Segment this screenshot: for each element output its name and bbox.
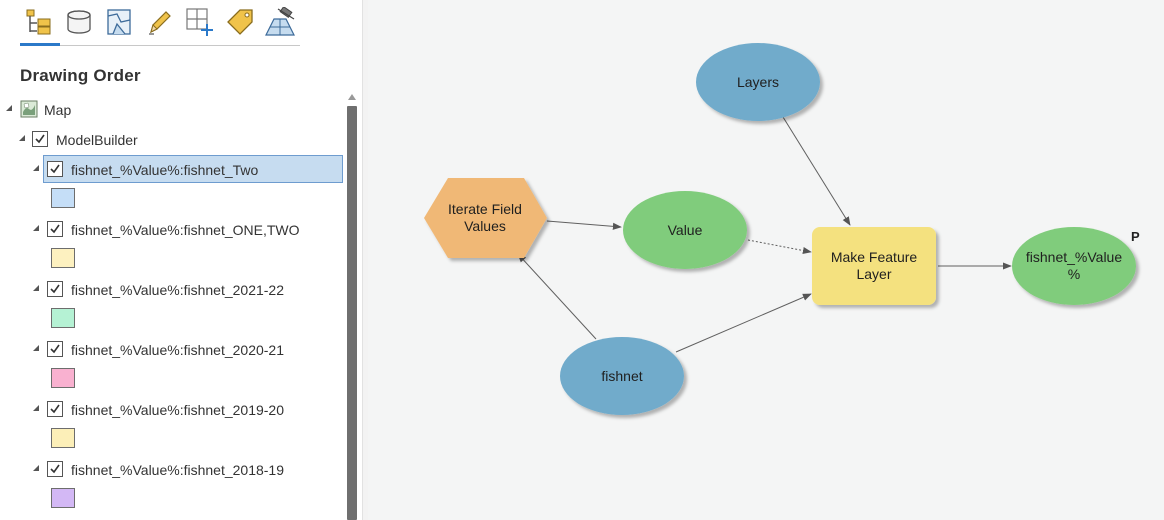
map-label: Map — [44, 102, 72, 118]
layer-visibility-checkbox[interactable] — [47, 461, 63, 477]
output-node-label-line2: % — [1068, 266, 1080, 282]
layer-label[interactable]: fishnet_%Value%:fishnet_2019-20 — [71, 402, 285, 418]
check-icon — [50, 224, 60, 234]
layer-visibility-checkbox[interactable] — [47, 341, 63, 357]
output-node[interactable]: fishnet_%Value % P — [1012, 227, 1140, 305]
connector-fishnet-to-iterate[interactable] — [517, 253, 597, 340]
list-by-selection-icon — [107, 9, 131, 35]
list-by-labeling-button[interactable] — [224, 6, 256, 38]
layer-expander-icon[interactable] — [32, 164, 40, 172]
pane-title: Drawing Order — [20, 66, 141, 85]
iterate-field-values-node[interactable]: Iterate Field Values — [424, 178, 547, 258]
layer-expander-icon[interactable] — [32, 404, 40, 412]
layer-label[interactable]: fishnet_%Value%:fishnet_ONE,TWO — [71, 222, 300, 238]
selected-row-highlight — [43, 155, 343, 183]
pane-splitter[interactable] — [362, 0, 368, 520]
parameter-badge: P — [1131, 229, 1140, 244]
scrollbar-thumb[interactable] — [347, 106, 357, 520]
value-node[interactable]: Value — [623, 191, 747, 269]
contents-pane: Drawing Order Map ModelBuilder fishnet_%… — [0, 0, 362, 520]
layer-visibility-checkbox[interactable] — [47, 401, 63, 417]
layer-label[interactable]: fishnet_%Value%:fishnet_Two — [71, 162, 259, 178]
check-icon — [50, 344, 60, 354]
list-by-drawing-order-icon — [26, 9, 51, 35]
list-by-perspective-imagery-icon — [265, 7, 295, 36]
fishnet-node[interactable]: fishnet — [560, 337, 684, 415]
layer-label[interactable]: fishnet_%Value%:fishnet_2018-19 — [71, 462, 285, 478]
fishnet-node-label: fishnet — [601, 368, 642, 384]
list-by-snapping-button[interactable] — [184, 6, 216, 38]
layer-visibility-checkbox[interactable] — [47, 161, 63, 177]
layer-visibility-checkbox[interactable] — [47, 281, 63, 297]
layer-symbol-swatch[interactable] — [51, 488, 75, 508]
layer-expander-icon[interactable] — [32, 464, 40, 472]
check-icon — [50, 404, 60, 414]
layer-symbol-swatch[interactable] — [51, 188, 75, 208]
layer-expander-icon[interactable] — [32, 224, 40, 232]
connector-iterate-to-value[interactable] — [546, 220, 622, 230]
check-icon — [50, 164, 60, 174]
iterate-node-label-line1: Iterate Field — [448, 201, 522, 217]
connector-fishnet-to-make-feature[interactable] — [675, 293, 812, 353]
connector-value-to-make-feature[interactable] — [747, 239, 812, 255]
make-feature-layer-node[interactable]: Make Feature Layer — [812, 227, 936, 305]
list-by-selection-button[interactable] — [103, 6, 135, 38]
check-icon — [50, 284, 60, 294]
make-feature-node-label-line1: Make Feature — [831, 249, 918, 265]
layer-expander-icon[interactable] — [32, 284, 40, 292]
group-label: ModelBuilder — [56, 132, 138, 148]
connector-layers-to-make-feature[interactable] — [782, 116, 851, 226]
output-node-label-line1: fishnet_%Value — [1026, 249, 1122, 265]
layer-symbol-swatch[interactable] — [51, 368, 75, 388]
list-by-editing-icon — [149, 11, 171, 35]
layer-label[interactable]: fishnet_%Value%:fishnet_2020-21 — [71, 342, 285, 358]
layer-symbol-swatch[interactable] — [51, 248, 75, 268]
layer-symbol-swatch[interactable] — [51, 428, 75, 448]
list-by-drawing-order-button[interactable] — [24, 6, 56, 38]
group-expander-icon[interactable] — [18, 134, 26, 142]
list-by-editing-button[interactable] — [143, 6, 175, 38]
list-by-data-source-button[interactable] — [63, 6, 95, 38]
scroll-up-arrow-icon[interactable] — [348, 94, 356, 100]
layers-node-label: Layers — [737, 74, 779, 90]
list-by-perspective-imagery-button[interactable] — [264, 6, 296, 38]
list-by-labeling-icon — [227, 9, 253, 35]
make-feature-node-label-line2: Layer — [856, 266, 891, 282]
layer-label[interactable]: fishnet_%Value%:fishnet_2021-22 — [71, 282, 285, 298]
iterate-node-label-line2: Values — [464, 218, 506, 234]
check-icon — [50, 464, 60, 474]
model-canvas[interactable]: Layers Iterate Field Values Value Make F… — [368, 0, 1164, 520]
group-visibility-checkbox[interactable] — [32, 131, 48, 147]
map-expander-icon[interactable] — [5, 104, 13, 112]
active-tab-indicator — [20, 43, 60, 46]
list-by-snapping-icon — [186, 8, 213, 36]
layers-node[interactable]: Layers — [696, 43, 820, 121]
check-icon — [35, 134, 45, 144]
toolbar-divider — [20, 45, 300, 46]
layer-visibility-checkbox[interactable] — [47, 221, 63, 237]
map-icon — [20, 100, 38, 118]
layer-symbol-swatch[interactable] — [51, 308, 75, 328]
value-node-label: Value — [668, 222, 703, 238]
list-by-data-source-icon — [67, 10, 91, 34]
layer-expander-icon[interactable] — [32, 344, 40, 352]
